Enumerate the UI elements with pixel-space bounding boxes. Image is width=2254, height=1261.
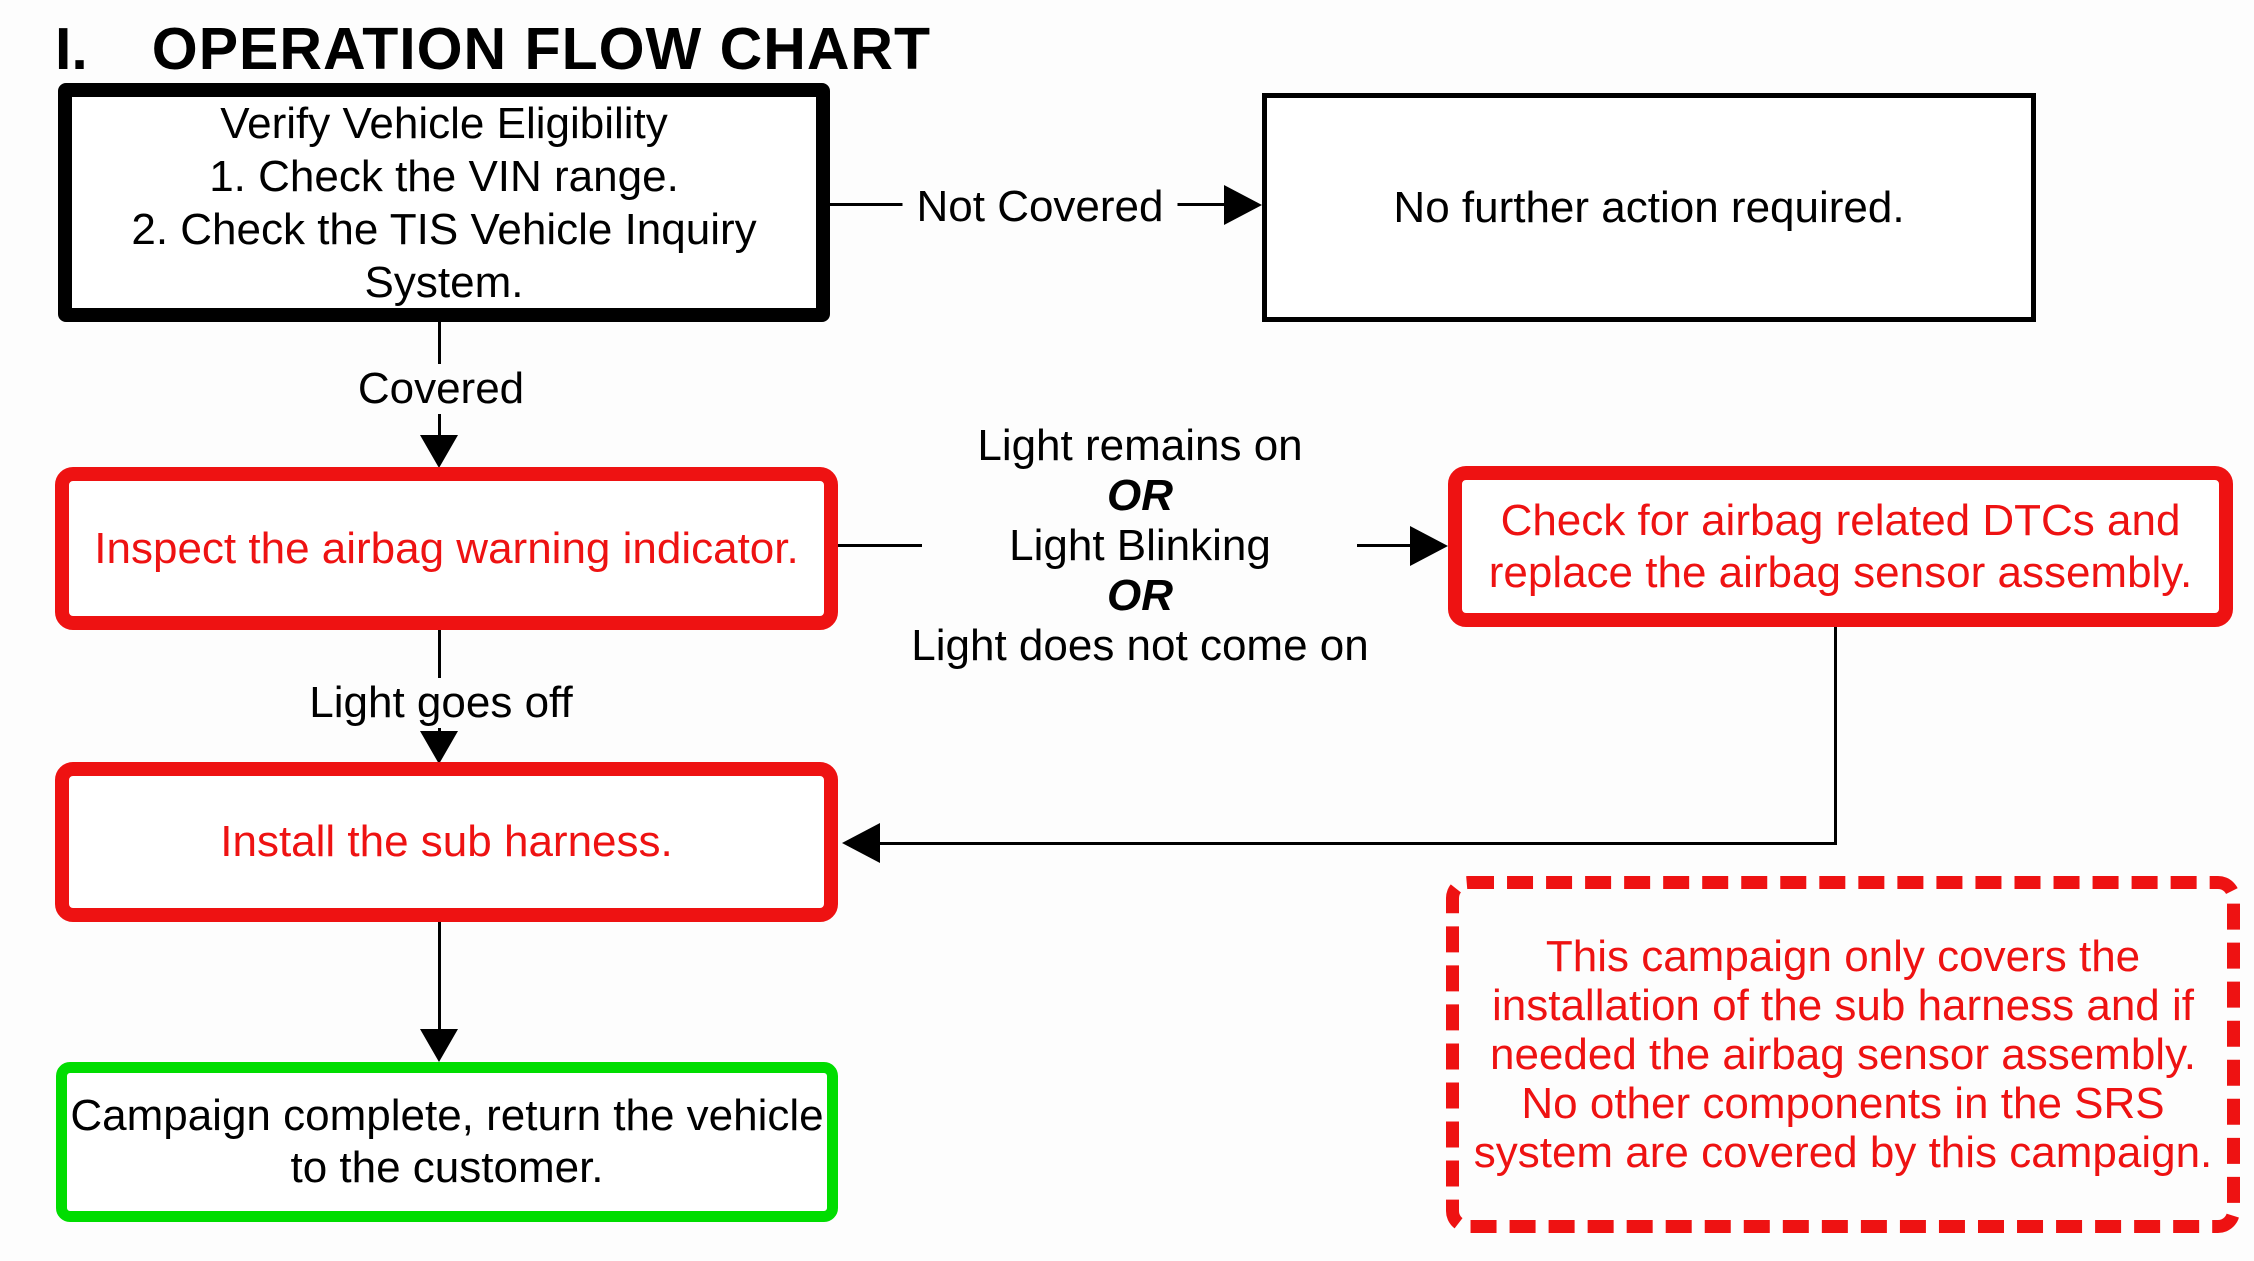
install-harness-box: Install the sub harness. — [55, 762, 838, 922]
inspect-stub-line — [838, 544, 922, 547]
note-line: system are covered by this campaign. — [1473, 1128, 2213, 1177]
no-action-box: No further action required. — [1262, 93, 2036, 322]
verify-line: Verify Vehicle Eligibility — [220, 98, 668, 148]
indicator-decision-text: Light remains on OR Light Blinking OR Li… — [905, 421, 1375, 671]
complete-line: Campaign complete, return the vehicle — [70, 1091, 824, 1140]
dtc-return-arrowhead-icon — [842, 823, 880, 863]
complete-arrowhead-icon — [420, 1029, 458, 1062]
verify-line: System. — [364, 257, 524, 307]
light-goes-off-arrowhead-icon — [420, 731, 458, 764]
dtc-return-vertical-line — [1834, 627, 1837, 845]
decision-or: OR — [1107, 571, 1173, 620]
verify-line: 1. Check the VIN range. — [209, 151, 679, 201]
complete-connector-line — [438, 922, 441, 1030]
check-dtc-box: Check for airbag related DTCs and replac… — [1448, 466, 2233, 627]
decision-line: Light remains on — [977, 421, 1303, 470]
verify-eligibility-box: Verify Vehicle Eligibility 1. Check the … — [58, 83, 830, 322]
decision-line: Light does not come on — [911, 621, 1369, 670]
not-covered-label: Not Covered — [902, 182, 1178, 232]
campaign-complete-box: Campaign complete, return the vehicle to… — [56, 1062, 838, 1222]
install-text: Install the sub harness. — [220, 817, 673, 866]
complete-line: to the customer. — [290, 1143, 604, 1192]
inspect-text: Inspect the airbag warning indicator. — [94, 523, 799, 573]
campaign-note-box: This campaign only covers the installati… — [1446, 876, 2240, 1233]
decision-arrowhead-icon — [1410, 526, 1448, 566]
decision-arrow-line — [1357, 544, 1415, 547]
note-line: This campaign only covers the — [1545, 932, 2141, 981]
title-text: OPERATION FLOW CHART — [151, 16, 932, 82]
inspect-indicator-box: Inspect the airbag warning indicator. — [55, 467, 838, 630]
dtc-return-horizontal-line — [878, 842, 1836, 845]
check-dtc-line: replace the airbag sensor assembly. — [1488, 547, 2193, 597]
note-line: No other components in the SRS — [1521, 1079, 2165, 1128]
check-dtc-line: Check for airbag related DTCs and — [1500, 495, 2181, 545]
not-covered-arrowhead-icon — [1224, 185, 1262, 225]
covered-label: Covered — [343, 364, 539, 414]
verify-line: 2. Check the TIS Vehicle Inquiry — [131, 204, 757, 254]
decision-line: Light Blinking — [1009, 521, 1271, 570]
covered-arrowhead-icon — [420, 435, 458, 468]
decision-or: OR — [1107, 471, 1173, 520]
note-line: needed the airbag sensor assembly. — [1489, 1030, 2197, 1079]
note-line: installation of the sub harness and if — [1491, 981, 2194, 1030]
title-numeral: I. — [55, 16, 88, 82]
page-title: I.OPERATION FLOW CHART — [55, 20, 931, 79]
no-action-text: No further action required. — [1393, 182, 1905, 232]
light-goes-off-label: Light goes off — [295, 678, 587, 728]
